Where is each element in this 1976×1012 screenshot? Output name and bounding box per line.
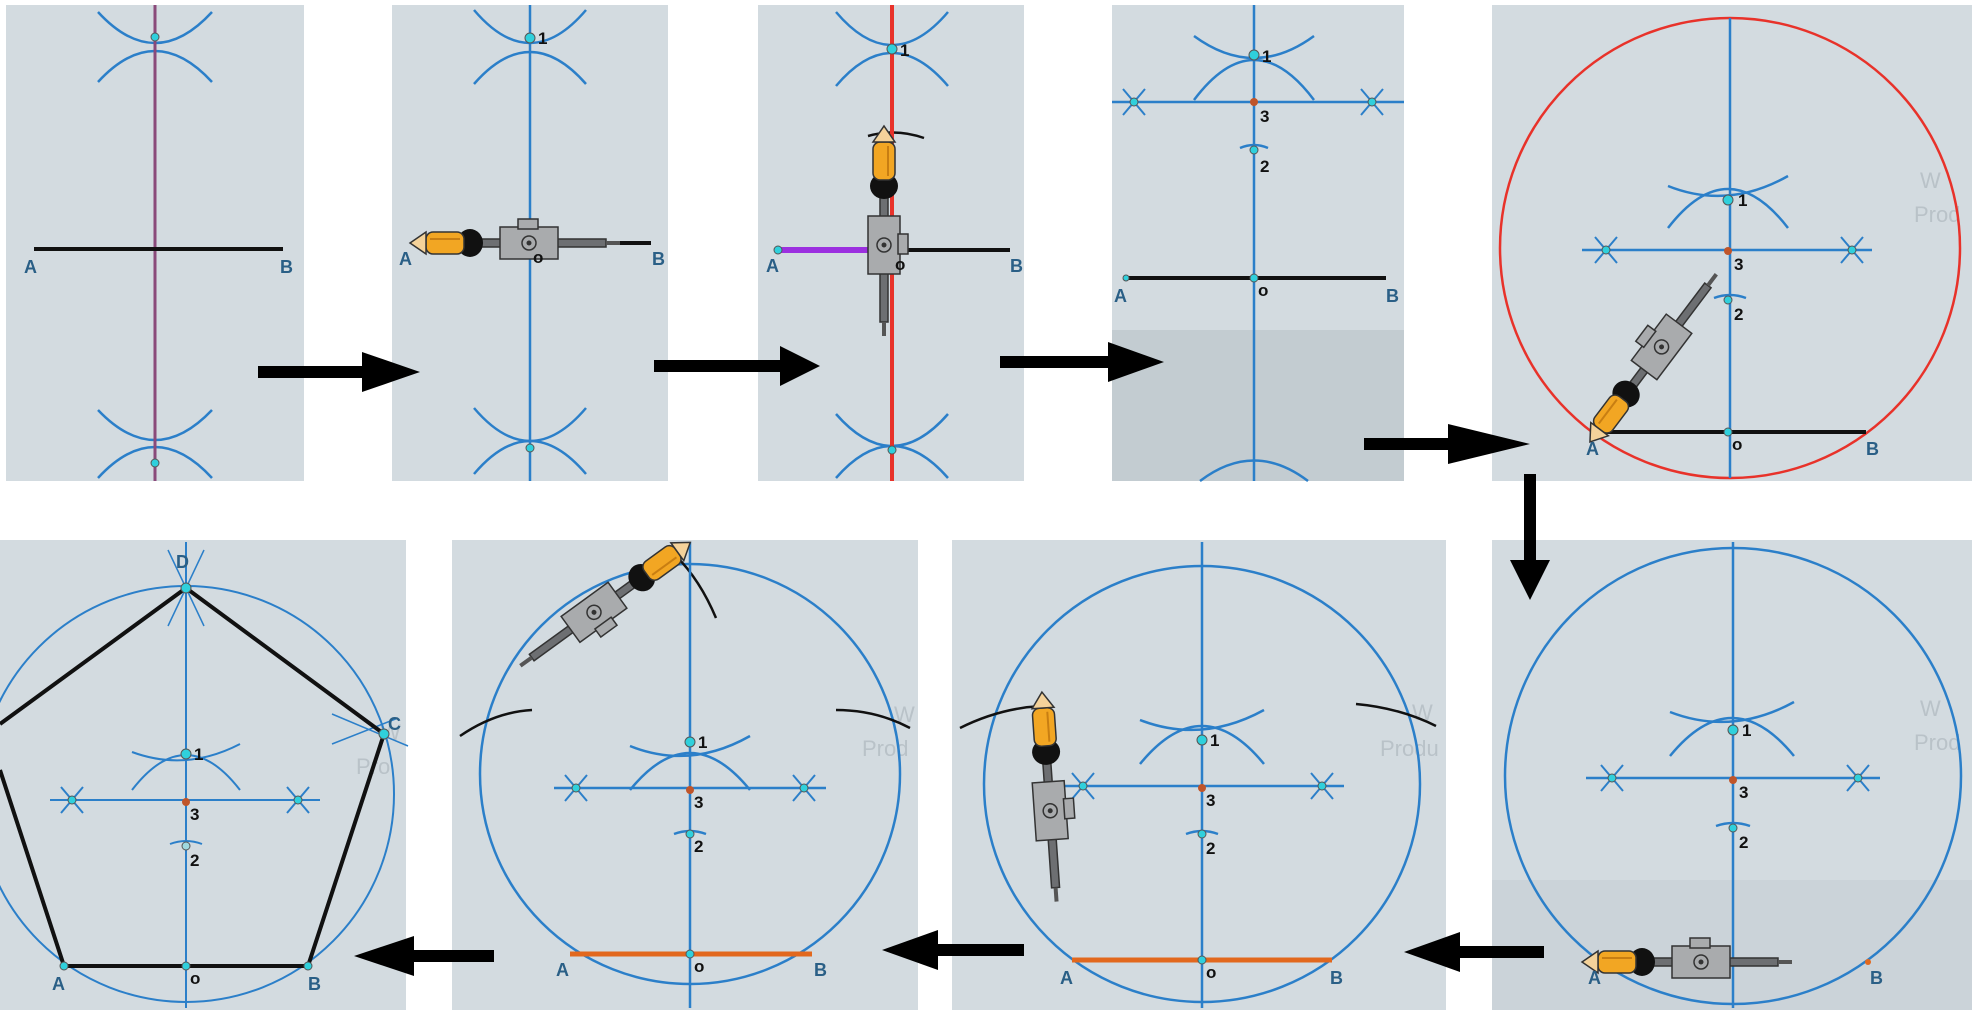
point-b-label: B: [1866, 439, 1879, 459]
watermark-line-1: W: [1920, 696, 1941, 721]
point-b-label: B: [652, 249, 665, 269]
arrow-left-icon: [1404, 932, 1544, 972]
point-o-label: o: [190, 969, 200, 988]
point-3-label: 3: [1206, 791, 1215, 810]
point-2-label: 2: [190, 851, 199, 870]
pentagon-outline: [0, 585, 387, 968]
point-b-label: B: [814, 960, 827, 980]
point-2-label: 2: [694, 837, 703, 856]
point-b-label: B: [1010, 256, 1023, 276]
point-2-label: 2: [1734, 305, 1743, 324]
step-5-panel: W Prod 1 3 2 A B o: [1492, 5, 1972, 481]
point-a-label: A: [52, 974, 65, 994]
point-o-label: o: [694, 957, 704, 976]
step-9-panel: W Pro D C 1 3 2 A B o: [0, 540, 409, 1010]
watermark-line-1: W: [1920, 168, 1941, 193]
arrow-left-icon: [882, 930, 1024, 970]
step-4-panel: 1 3 2 A B o: [1112, 5, 1404, 482]
point-3-label: 3: [1260, 107, 1269, 126]
point-1-label: 1: [1742, 721, 1751, 740]
point-d-label: D: [176, 552, 189, 572]
arrow-left-icon: [354, 936, 494, 976]
point-o-label: o: [1258, 281, 1268, 300]
point-3-label: 3: [190, 805, 199, 824]
step-1-panel: A B: [6, 5, 304, 481]
step-3-panel: 1 A B o: [758, 5, 1024, 481]
arrow-right-icon: [1000, 342, 1164, 382]
point-3-label: 3: [1739, 783, 1748, 802]
arrow-right-icon: [1364, 424, 1530, 464]
arrow-right-icon: [654, 346, 820, 386]
point-1-label: 1: [698, 733, 707, 752]
step-8-panel: W Prod 1 3 2 A B o: [452, 528, 918, 1010]
watermark-line-2: Prod: [1914, 202, 1960, 227]
step-2-panel: 1 A B o: [392, 5, 668, 481]
point-3-label: 3: [694, 793, 703, 812]
point-b-label: B: [1870, 968, 1883, 988]
watermark-line-1: W: [894, 702, 915, 727]
watermark-line-2: Prod: [1914, 730, 1960, 755]
point-b-label: B: [1330, 968, 1343, 988]
point-o-label: o: [1206, 963, 1216, 982]
step-6-panel: W Prod 1 3 2 A B: [1492, 540, 1972, 1010]
point-b-label: B: [280, 257, 293, 277]
watermark-line-2: Prod: [862, 736, 908, 761]
point-b-label: B: [1386, 286, 1399, 306]
point-a-label: A: [1114, 286, 1127, 306]
step-7-panel: W Produ 1 3 2 A B o: [952, 540, 1446, 1010]
point-o-label: o: [895, 255, 905, 274]
point-c-label: C: [388, 714, 401, 734]
point-a-label: A: [24, 257, 37, 277]
point-a-label: A: [399, 249, 412, 269]
point-2-label: 2: [1739, 833, 1748, 852]
watermark-line-1: W: [1412, 700, 1433, 725]
point-1-label: 1: [1210, 731, 1219, 750]
point-a-label: A: [766, 256, 779, 276]
point-a-label: A: [1586, 439, 1599, 459]
point-1-label: 1: [194, 745, 203, 764]
point-o-label: o: [533, 248, 543, 267]
arrow-right-icon: [258, 352, 420, 392]
point-1-label: 1: [1738, 191, 1747, 210]
point-3-label: 3: [1734, 255, 1743, 274]
point-a-label: A: [1588, 968, 1601, 988]
arrow-down-icon: [1510, 474, 1550, 600]
point-1-label: 1: [1262, 47, 1271, 66]
watermark-line-2: Produ: [1380, 736, 1439, 761]
point-a-label: A: [556, 960, 569, 980]
point-1-label: 1: [900, 41, 909, 60]
point-1-label: 1: [538, 29, 547, 48]
point-a-label: A: [1060, 968, 1073, 988]
point-2-label: 2: [1206, 839, 1215, 858]
point-2-label: 2: [1260, 157, 1269, 176]
point-b-label: B: [308, 974, 321, 994]
point-o-label: o: [1732, 435, 1742, 454]
